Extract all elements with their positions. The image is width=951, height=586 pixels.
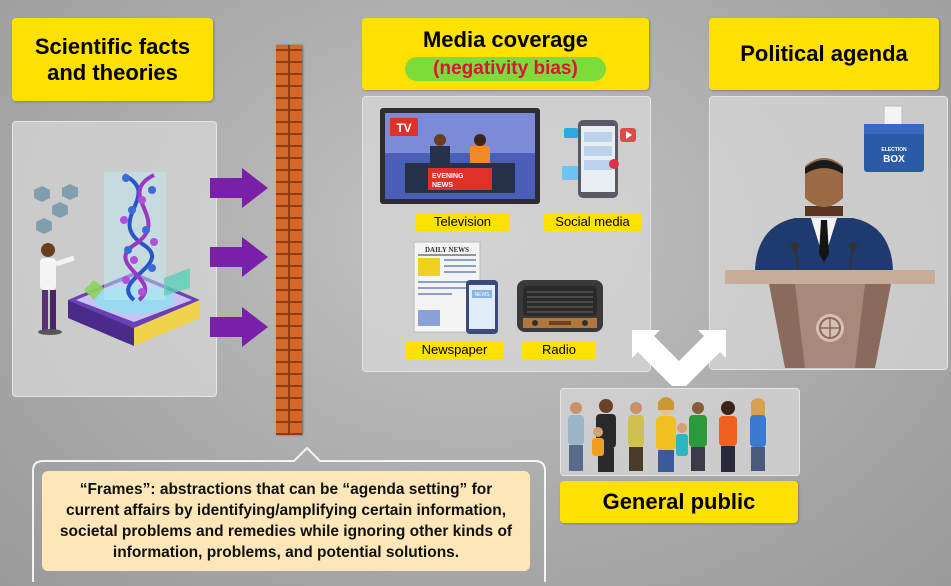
dna-illustration	[34, 172, 200, 346]
television-icon: TV EVENING NEWS	[380, 108, 540, 204]
evening-news-line2: NEWS	[432, 182, 453, 189]
television-label: Television	[415, 213, 510, 231]
ballot-line2: BOX	[883, 154, 905, 165]
newspaper-label: Newspaper	[405, 341, 504, 359]
phone-news-text: NEWS	[475, 292, 491, 298]
science-title-line1: Scientific facts	[34, 33, 191, 59]
arrow-2	[210, 237, 268, 277]
negativity-bias-pill: (negativity bias)	[405, 57, 606, 81]
frames-callout-bracket	[32, 447, 546, 582]
evening-news-line1: EVENING	[432, 173, 464, 180]
tv-badge: TV	[396, 121, 411, 135]
radio-icon	[517, 280, 603, 332]
double-arrow	[632, 330, 726, 386]
arrow-1	[210, 168, 268, 208]
brick-wall	[276, 45, 302, 435]
science-title: Scientific facts and theories	[12, 18, 213, 101]
science-title-line2: and theories	[47, 59, 178, 85]
radio-label: Radio	[522, 341, 596, 359]
daily-news-masthead: DAILY NEWS	[425, 246, 469, 254]
public-title: General public	[560, 481, 798, 523]
arrow-3	[210, 307, 268, 347]
social-media-label: Social media	[544, 213, 641, 231]
media-title: Media coverage (negativity bias)	[362, 18, 649, 90]
ballot-line1: ELECTION	[881, 147, 907, 153]
frames-note-text: “Frames”: abstractions that can be “agen…	[59, 481, 513, 561]
crowd-illustration	[568, 397, 766, 472]
newspaper-icon: DAILY NEWS NEWS	[413, 241, 498, 334]
political-title: Political agenda	[709, 18, 939, 90]
media-title-text: Media coverage	[422, 27, 589, 52]
social-media-icon	[562, 120, 636, 198]
public-title-text: General public	[602, 489, 756, 514]
political-title-text: Political agenda	[740, 41, 908, 66]
politician-podium-illustration	[725, 158, 935, 368]
ballot-box-icon: ELECTION BOX	[864, 105, 924, 172]
frames-note: “Frames”: abstractions that can be “agen…	[42, 471, 530, 571]
